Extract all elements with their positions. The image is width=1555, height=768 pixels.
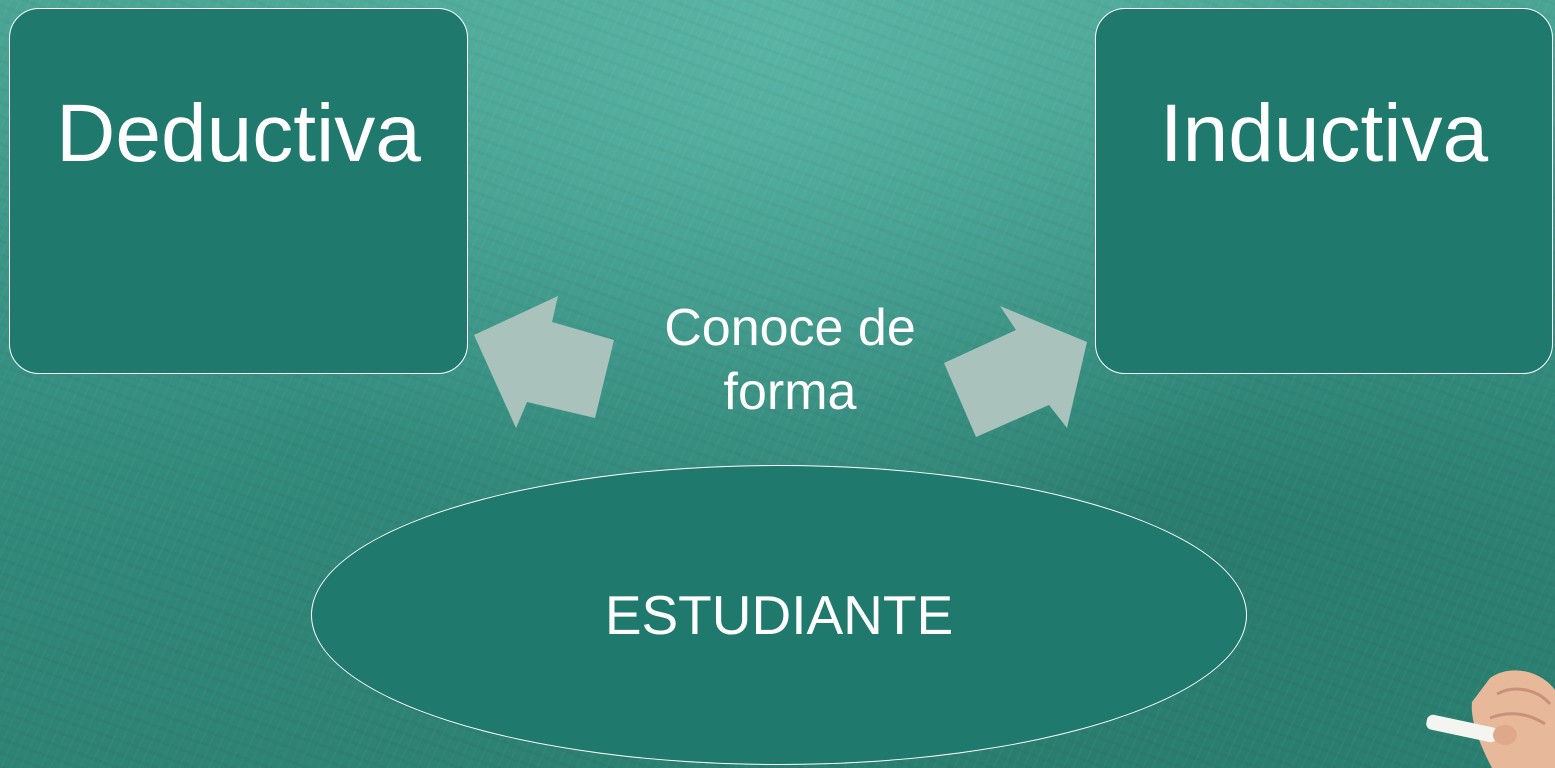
hand-chalk-image	[1426, 670, 1555, 768]
arrow-to-inductiva	[944, 306, 1087, 437]
inductiva-label: Inductiva	[1159, 87, 1489, 179]
estudiante-label: ESTUDIANTE	[604, 584, 954, 646]
arrow-to-deductiva	[474, 296, 614, 428]
estudiante-ellipse: ESTUDIANTE	[311, 465, 1247, 765]
deductiva-box: Deductiva	[9, 8, 468, 374]
connector-line-1: Conoce de	[664, 299, 916, 357]
connector-line-2: forma	[723, 363, 857, 421]
inductiva-box: Inductiva	[1095, 8, 1553, 374]
connector-text: Conoce de forma	[600, 296, 980, 424]
deductiva-label: Deductiva	[56, 87, 421, 179]
